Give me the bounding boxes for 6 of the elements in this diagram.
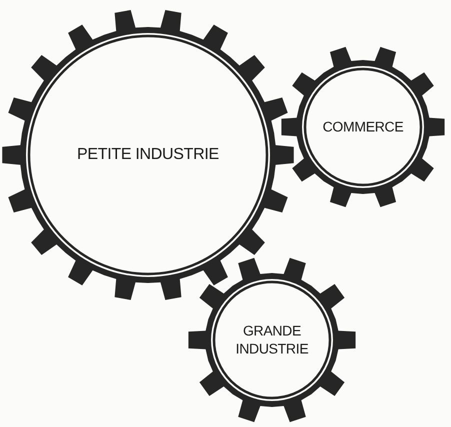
gear bbox=[2, 9, 294, 301]
gear-label: COMMERCE bbox=[322, 118, 404, 136]
gear bbox=[281, 45, 445, 209]
gear-label: GRANDE INDUSTRIE bbox=[234, 322, 310, 358]
gear-label: PETITE INDUSTRIE bbox=[76, 145, 220, 165]
gear bbox=[188, 256, 356, 424]
